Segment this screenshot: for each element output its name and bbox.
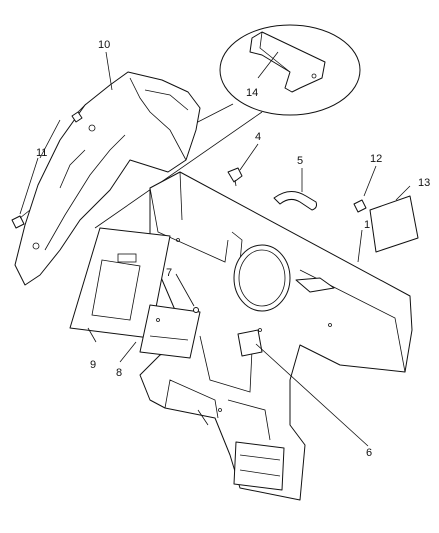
- callout-7: 7: [166, 267, 172, 279]
- latch-plate-part-8: [139, 304, 201, 359]
- callout-8: 8: [116, 367, 122, 379]
- callout-4: 4: [255, 131, 261, 143]
- callout-9: 9: [90, 359, 96, 371]
- striker-bracket-part-6: [237, 329, 263, 357]
- callout-10: 10: [98, 39, 110, 51]
- screw-part-11-lower: [11, 209, 31, 229]
- callout-14: 14: [246, 87, 258, 99]
- callout-11: 11: [36, 147, 47, 159]
- rear-trim-panel-part-1: [139, 171, 413, 501]
- callout-6: 6: [366, 447, 372, 459]
- screw-part-11-upper: [71, 103, 87, 123]
- detail-circle-part-14: [219, 24, 361, 116]
- pad-part-13: [369, 195, 419, 253]
- clip-part-12: [353, 199, 367, 213]
- callout-12: 12: [370, 153, 382, 165]
- callout-labels: 1 4 5 6 7 8 9 10 11 12 13 14: [36, 39, 430, 459]
- quarter-trim-panel-part-10: [14, 71, 201, 286]
- callout-13: 13: [418, 177, 430, 189]
- leader-lines: [19, 51, 411, 447]
- handle-part-5: [273, 191, 317, 211]
- fastener-part-4: [227, 167, 243, 187]
- callout-5: 5: [297, 155, 303, 167]
- fastener-part-7: [193, 307, 199, 313]
- callout-1: 1: [364, 219, 370, 231]
